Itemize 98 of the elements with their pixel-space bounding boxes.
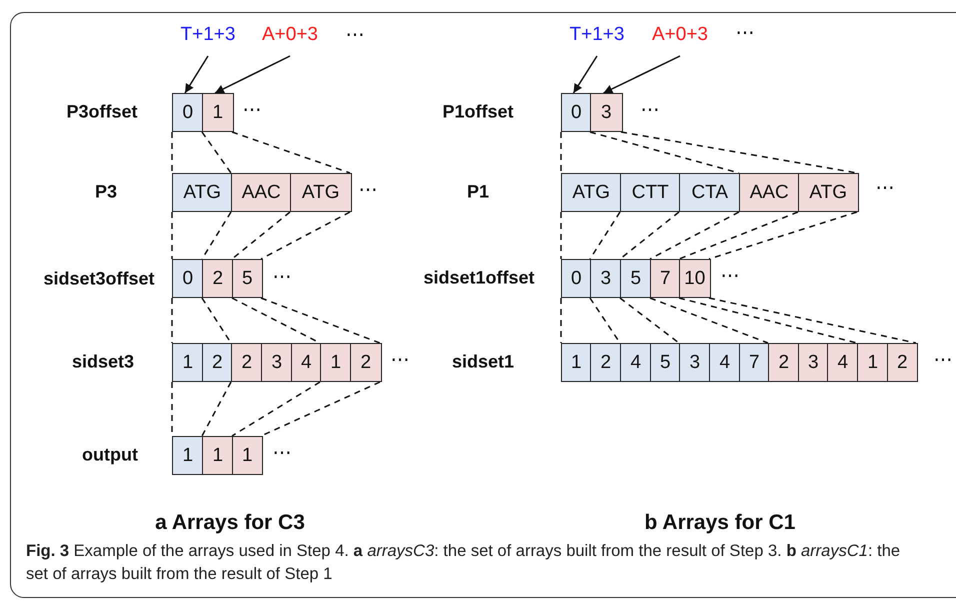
array-cell: 3 bbox=[590, 93, 622, 132]
array-cell: CTT bbox=[620, 173, 680, 212]
ellipsis: ⋯ bbox=[272, 266, 292, 289]
array-cell: 7 bbox=[739, 343, 770, 382]
ellipsis: ⋯ bbox=[640, 99, 660, 122]
offset-expression: T+1+3 bbox=[175, 22, 241, 48]
array-cell: ATG bbox=[561, 173, 622, 212]
dashed-connector bbox=[650, 297, 768, 344]
dashed-connector bbox=[171, 212, 173, 259]
array-cell: 1 bbox=[857, 343, 888, 382]
array-cell: 1 bbox=[561, 343, 592, 382]
array-cell: 2 bbox=[231, 343, 262, 382]
array-name: sidset1 bbox=[452, 352, 514, 372]
ellipsis: ⋯ bbox=[876, 177, 894, 200]
array-name: P1offset bbox=[442, 102, 514, 122]
array-cell: 10 bbox=[679, 259, 710, 298]
array-cell: ATG bbox=[172, 173, 232, 212]
arrow bbox=[184, 56, 209, 94]
array-cell: 3 bbox=[261, 343, 292, 382]
array-cell: 4 bbox=[709, 343, 740, 382]
array-cell: 5 bbox=[650, 343, 680, 382]
array-cell: 7 bbox=[650, 259, 680, 298]
array-cell: 0 bbox=[172, 93, 204, 132]
ellipsis: ⋯ bbox=[272, 442, 292, 465]
array-cell: 2 bbox=[202, 259, 234, 298]
array-cell: 3 bbox=[590, 259, 622, 298]
array-name: P3offset bbox=[66, 102, 138, 122]
array-cell: 1 bbox=[202, 93, 234, 132]
figure-caption: Fig. 3 Example of the arrays used in Step 4. a arraysC3: the set of arrays built from the result of Step 3. b arraysC1: the set of arrays built from the result of Step 1 bbox=[26, 541, 902, 585]
dashed-connector bbox=[620, 211, 680, 260]
ellipsis: ⋯ bbox=[390, 349, 410, 372]
dashed-connector bbox=[171, 132, 173, 173]
dashed-connector bbox=[201, 382, 232, 436]
array-cell: CTA bbox=[679, 173, 740, 212]
dashed-connector bbox=[232, 211, 290, 260]
dashed-connector bbox=[708, 297, 916, 344]
array-cell: 1 bbox=[202, 436, 234, 475]
arrow bbox=[214, 55, 290, 94]
panel-title: a Arrays for C3 bbox=[155, 511, 305, 535]
dashed-connector bbox=[232, 381, 320, 437]
array-name: sidset3offset bbox=[43, 268, 155, 290]
arrow bbox=[572, 56, 598, 94]
dashed-connector bbox=[560, 212, 562, 259]
array-cell: 1 bbox=[232, 436, 262, 475]
dashed-connector bbox=[201, 132, 232, 174]
dashed-connector bbox=[560, 298, 562, 343]
dashed-connector bbox=[708, 211, 858, 260]
array-cell: AAC bbox=[231, 173, 292, 212]
dashed-connector bbox=[232, 131, 350, 174]
array-cell: 2 bbox=[590, 343, 622, 382]
ellipsis: ⋯ bbox=[736, 22, 754, 45]
array-cell: ATG bbox=[290, 173, 352, 212]
array-cell: 5 bbox=[620, 259, 652, 298]
array-cell: 2 bbox=[350, 343, 382, 382]
dashed-connector bbox=[171, 298, 173, 343]
array-cell: 0 bbox=[561, 93, 592, 132]
array-cell: 0 bbox=[561, 259, 592, 298]
array-name: sidset1offset bbox=[423, 268, 535, 288]
array-name: P3 bbox=[94, 182, 118, 202]
dashed-connector bbox=[201, 212, 232, 260]
ellipsis: ⋯ bbox=[242, 99, 262, 122]
offset-expression: A+0+3 bbox=[257, 22, 323, 48]
array-cell: 2 bbox=[887, 343, 918, 382]
dashed-connector bbox=[678, 297, 858, 344]
array-cell: 2 bbox=[202, 343, 232, 382]
dashed-connector bbox=[260, 297, 380, 344]
array-cell: 4 bbox=[291, 343, 322, 382]
array-cell: 4 bbox=[620, 343, 652, 382]
array-name: sidset3 bbox=[72, 352, 134, 372]
array-cell: ATG bbox=[798, 173, 858, 212]
dashed-connector bbox=[620, 297, 680, 344]
ellipsis: ⋯ bbox=[720, 265, 740, 288]
array-cell: 5 bbox=[232, 259, 262, 298]
array-cell: AAC bbox=[739, 173, 800, 212]
ellipsis: ⋯ bbox=[358, 179, 378, 202]
panel-title: b Arrays for C1 bbox=[644, 511, 796, 535]
array-name: output bbox=[82, 444, 138, 466]
dashed-connector bbox=[590, 131, 740, 174]
offset-expression: T+1+3 bbox=[564, 22, 630, 48]
array-cell: 2 bbox=[768, 343, 800, 382]
dashed-connector bbox=[620, 131, 858, 174]
ellipsis: ⋯ bbox=[934, 349, 952, 372]
array-name: P1 bbox=[466, 182, 490, 202]
dashed-connector bbox=[650, 211, 740, 260]
array-cell: 0 bbox=[172, 259, 204, 298]
offset-expression: A+0+3 bbox=[647, 22, 713, 48]
dashed-connector bbox=[678, 211, 798, 260]
array-cell: 3 bbox=[798, 343, 828, 382]
array-cell: 1 bbox=[320, 343, 352, 382]
array-cell: 4 bbox=[827, 343, 858, 382]
arrow bbox=[603, 55, 680, 94]
array-cell: 3 bbox=[679, 343, 710, 382]
array-cell: 1 bbox=[172, 436, 204, 475]
ellipsis: ⋯ bbox=[346, 24, 364, 47]
dashed-connector bbox=[260, 211, 350, 260]
dashed-connector bbox=[589, 212, 621, 260]
dashed-connector bbox=[560, 132, 562, 173]
array-cell: 1 bbox=[172, 343, 204, 382]
